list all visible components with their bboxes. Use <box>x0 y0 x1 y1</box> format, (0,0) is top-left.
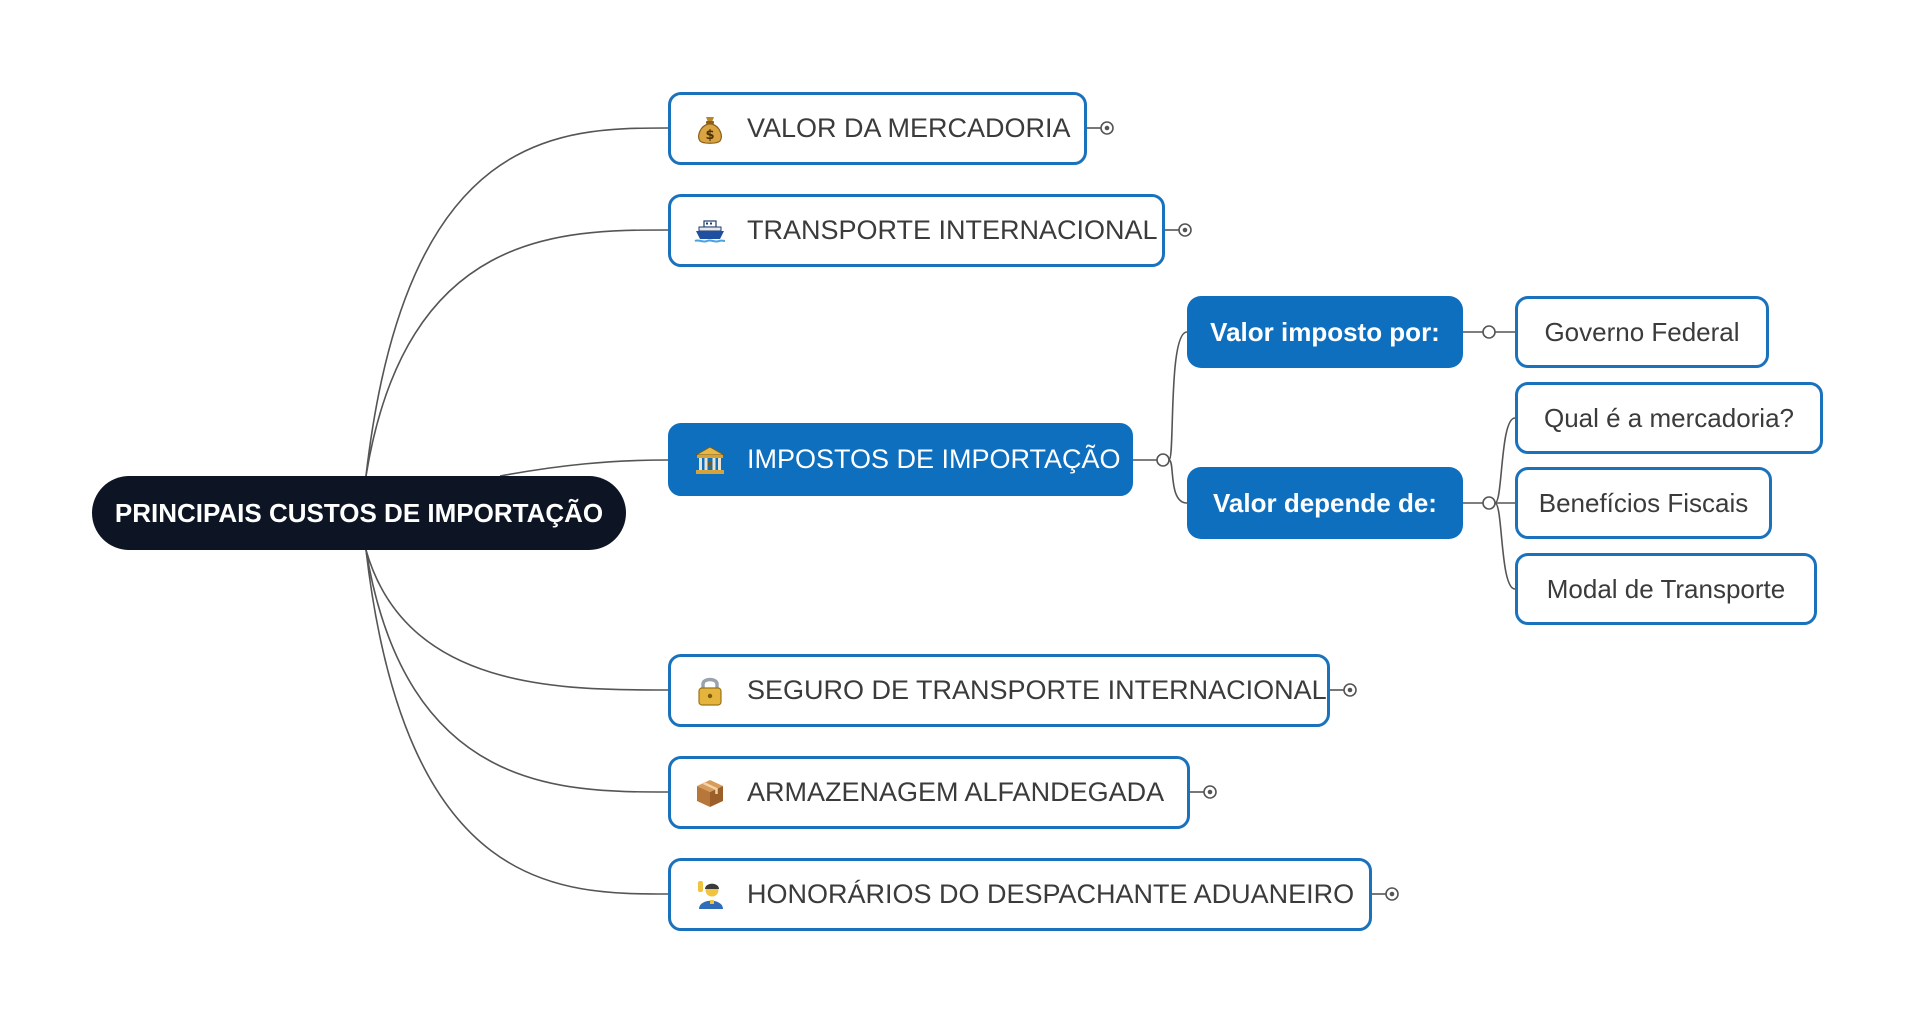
leaf-label: Governo Federal <box>1544 316 1740 347</box>
branch-impostos-importacao[interactable]: $ IMPOSTOS DE IMPORTAÇÃO <box>668 423 1133 496</box>
padlock-icon <box>693 674 727 708</box>
connector-line <box>1168 459 1188 504</box>
branch-label: VALOR DA MERCADORIA <box>747 113 1071 143</box>
connector-line <box>365 549 669 895</box>
connector-line <box>499 459 669 477</box>
branch-label: IMPOSTOS DE IMPORTAÇÃO <box>747 444 1121 474</box>
branch-label: HONORÁRIOS DO DESPACHANTE ADUANEIRO <box>747 879 1355 909</box>
connector-line <box>1168 331 1188 461</box>
collapse-toggle[interactable] <box>1156 453 1170 467</box>
collapse-toggle-dot <box>1182 227 1188 233</box>
branch-valor-mercadoria[interactable]: $ VALOR DA MERCADORIA <box>668 92 1087 165</box>
leaf-label: Modal de Transporte <box>1546 573 1786 604</box>
leaf-modal-transporte[interactable]: Modal de Transporte <box>1515 553 1817 625</box>
branch-armazenagem-alfandegada[interactable]: ARMAZENAGEM ALFANDEGADA <box>668 756 1190 829</box>
collapse-toggle-dot <box>1389 891 1395 897</box>
branch-honorarios-despachante[interactable]: HONORÁRIOS DO DESPACHANTE ADUANEIRO <box>668 858 1372 931</box>
leaf-label: Qual é a mercadoria? <box>1543 402 1795 433</box>
connector-line <box>365 127 669 477</box>
detail-label: Valor imposto por: <box>1210 316 1440 347</box>
branch-label: ARMAZENAGEM ALFANDEGADA <box>747 777 1165 807</box>
branch-seguro-transporte[interactable]: SEGURO DE TRANSPORTE INTERNACIONAL <box>668 654 1330 727</box>
cargo-ship-icon <box>693 214 727 248</box>
package-icon <box>693 776 727 810</box>
branch-label: SEGURO DE TRANSPORTE INTERNACIONAL <box>747 675 1327 705</box>
bank-icon: $ <box>693 443 727 477</box>
collapse-toggle-dot <box>1104 125 1110 131</box>
detail-label: Valor depende de: <box>1213 487 1437 518</box>
svg-text:$: $ <box>707 461 713 471</box>
collapse-toggle[interactable] <box>1482 325 1496 339</box>
leaf-governo-federal[interactable]: Governo Federal <box>1515 296 1769 368</box>
collapse-toggle-dot <box>1347 687 1353 693</box>
connector-line <box>365 229 669 477</box>
detail-valor-depende-de[interactable]: Valor depende de: <box>1187 467 1463 539</box>
leaf-beneficios-fiscais[interactable]: Benefícios Fiscais <box>1515 467 1772 539</box>
collapse-toggle-dot <box>1207 789 1213 795</box>
root-node[interactable]: PRINCIPAIS CUSTOS DE IMPORTAÇÃO <box>92 476 626 550</box>
connector-line <box>365 549 669 691</box>
leaf-qual-mercadoria[interactable]: Qual é a mercadoria? <box>1515 382 1823 454</box>
svg-text:$: $ <box>705 128 714 143</box>
connector-line <box>1494 502 1516 590</box>
connector-line <box>1494 417 1516 504</box>
customs-agent-icon <box>693 878 727 912</box>
branch-transporte-internacional[interactable]: TRANSPORTE INTERNACIONAL <box>668 194 1165 267</box>
connector-line <box>365 549 669 793</box>
branch-label: TRANSPORTE INTERNACIONAL <box>747 215 1158 245</box>
root-label: PRINCIPAIS CUSTOS DE IMPORTAÇÃO <box>114 497 604 528</box>
collapse-toggle[interactable] <box>1482 496 1496 510</box>
leaf-label: Benefícios Fiscais <box>1538 487 1749 518</box>
money-bag-icon: $ <box>693 112 727 146</box>
detail-valor-imposto-por[interactable]: Valor imposto por: <box>1187 296 1463 368</box>
